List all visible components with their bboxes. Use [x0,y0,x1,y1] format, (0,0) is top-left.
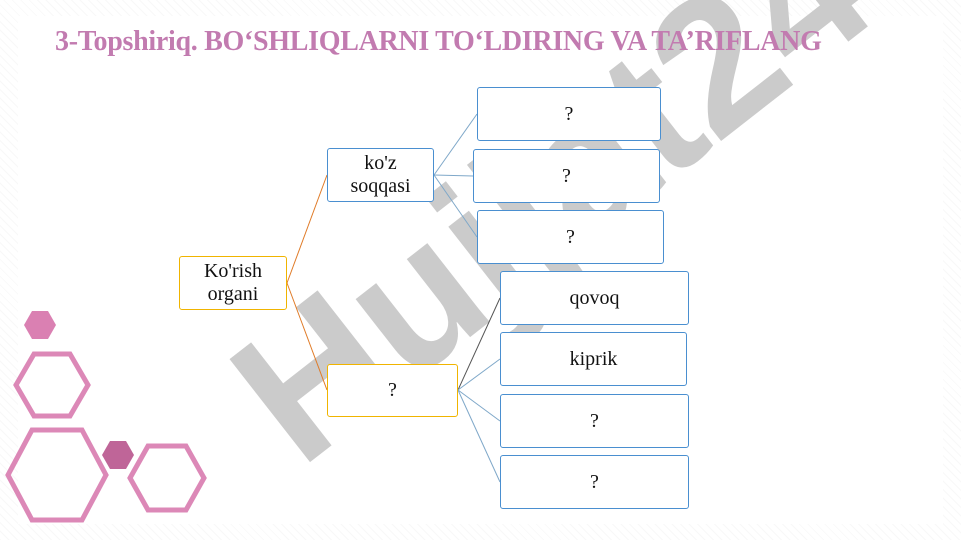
connector-root-bottom [286,282,328,391]
page-title: 3-Topshiriq. BO‘SHLIQLARNI TO‘LDIRING VA… [55,26,822,57]
connector-root-top [286,174,328,284]
bottom-leaf-2: kiprik [500,332,687,386]
connector-bottom-leaf-1 [457,297,501,391]
connector-bottom-leaf-2 [457,358,501,391]
branch-node-bottom: ? [327,364,458,417]
top-leaf-3: ? [477,210,664,264]
connector-top-leaf-2 [433,174,474,177]
bottom-leaf-3: ? [500,394,689,448]
root-node: Ko'rish organi [179,256,287,310]
top-leaf-1: ? [477,87,661,141]
connector-bottom-leaf-4 [457,389,501,483]
bottom-leaf-4: ? [500,455,689,509]
connector-top-leaf-3 [433,174,478,238]
connector-top-leaf-1 [433,113,478,176]
bottom-leaf-1: qovoq [500,271,689,325]
top-leaf-2: ? [473,149,660,203]
connector-bottom-leaf-3 [457,389,501,422]
branch-node-top: ko'z soqqasi [327,148,434,202]
